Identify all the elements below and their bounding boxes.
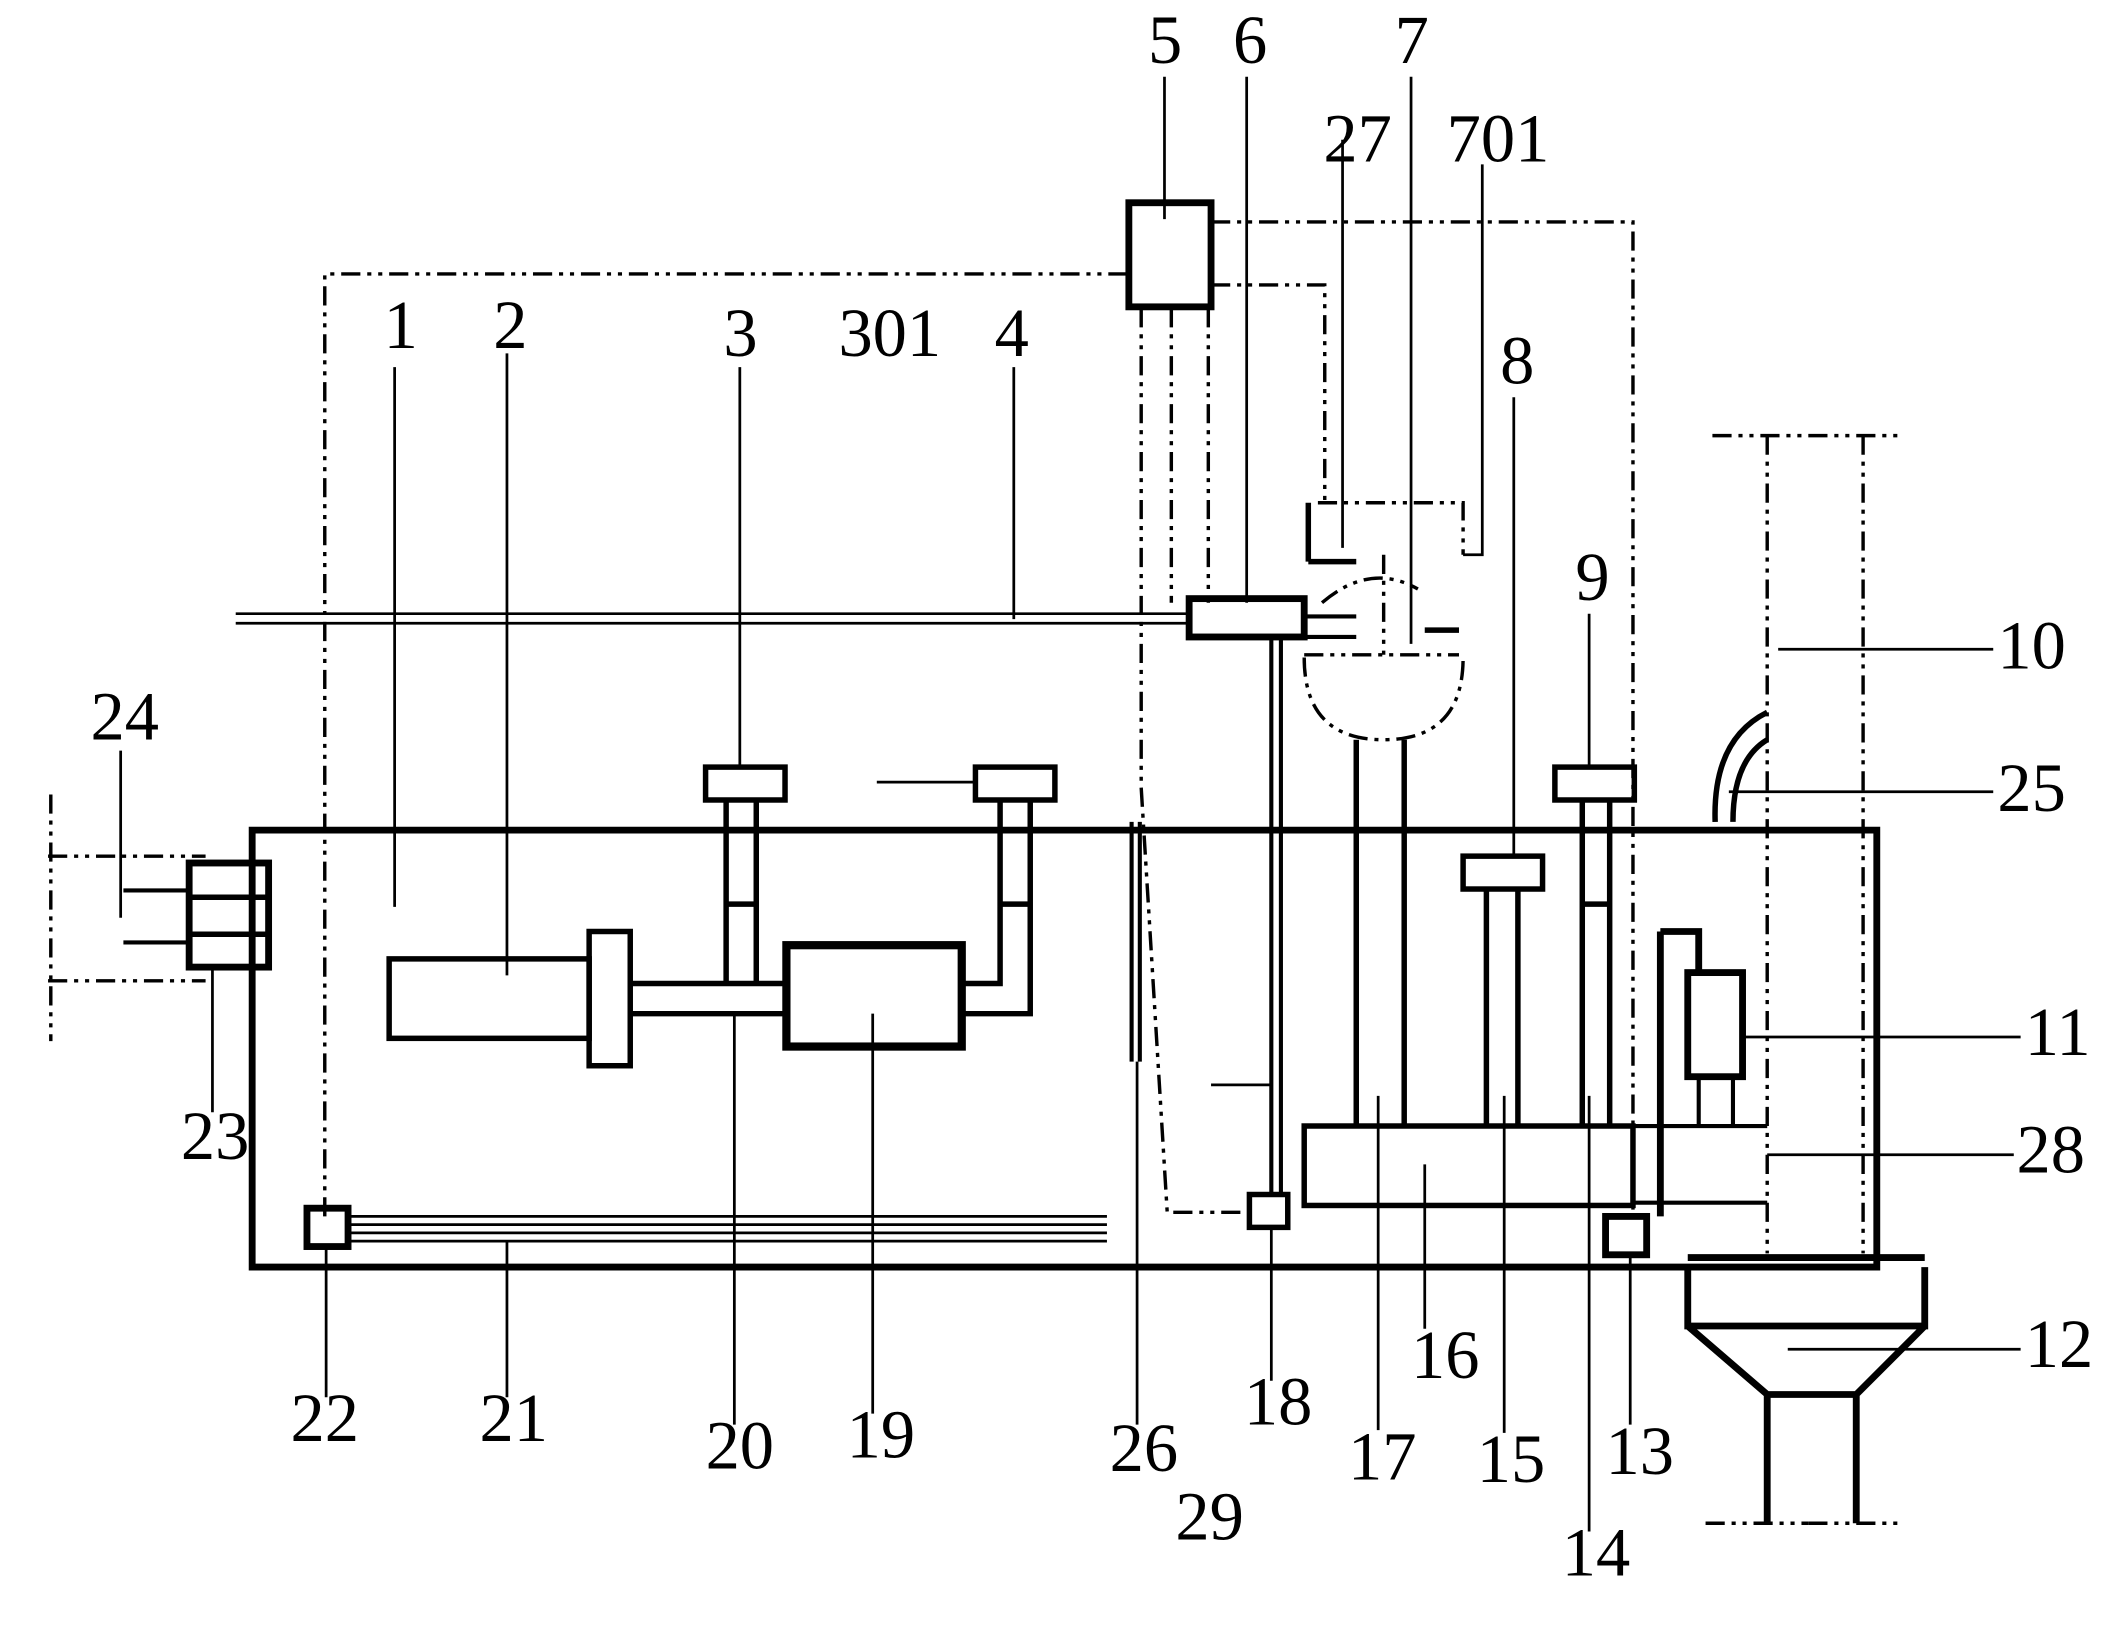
label-21: 21 — [480, 1380, 548, 1456]
terminal-23-dividers — [189, 894, 269, 937]
motor-flange — [586, 928, 633, 1069]
valve-6 — [1185, 595, 1308, 641]
label-7: 7 — [1395, 2, 1429, 78]
element-11-legs — [1696, 1076, 1736, 1127]
label-26: 26 — [1110, 1410, 1178, 1486]
label-12: 12 — [2025, 1306, 2093, 1382]
label-27: 27 — [1323, 101, 1391, 177]
label-2: 2 — [493, 287, 527, 363]
main-housing — [248, 826, 1881, 1271]
label-1: 1 — [384, 287, 418, 363]
gauge-9-stem — [1579, 799, 1613, 1127]
motor-2 — [386, 956, 592, 1042]
pipe-29 — [1269, 636, 1283, 1196]
control-line-outer — [1139, 308, 1250, 1215]
sensor-22 — [303, 1204, 352, 1250]
gauge-3 — [702, 764, 788, 803]
label-28: 28 — [2017, 1112, 2085, 1188]
gas-pipe — [235, 612, 1190, 625]
burner-stem — [1353, 739, 1407, 1127]
label-17: 17 — [1348, 1418, 1416, 1494]
burner-inner-arc — [1320, 576, 1419, 605]
pump-19 — [782, 941, 966, 1051]
labels: 1 2 3 301 4 5 6 7 27 701 8 9 10 25 11 28… — [91, 2, 2094, 1590]
label-9: 9 — [1575, 539, 1609, 615]
structure — [123, 199, 1929, 1524]
sensor-13 — [1602, 1212, 1651, 1259]
gauge-301-stem — [961, 799, 1033, 1017]
controller-box — [1125, 199, 1215, 311]
label-24: 24 — [91, 679, 159, 755]
control-line-left — [323, 272, 1128, 1217]
control-lines — [48, 220, 1905, 1525]
element-11 — [1684, 969, 1746, 1081]
label-5: 5 — [1148, 2, 1182, 78]
label-4: 4 — [995, 295, 1029, 371]
burner-solid — [1305, 502, 1357, 565]
gauge-8-stem — [1483, 889, 1521, 1127]
control-line-right — [1211, 220, 1635, 1217]
label-8: 8 — [1500, 323, 1534, 399]
label-20: 20 — [706, 1407, 774, 1483]
gauge-3-stem — [723, 799, 760, 984]
label-19: 19 — [847, 1397, 915, 1473]
leader-lines — [1341, 139, 2021, 1351]
motor-shaft — [630, 980, 788, 1017]
control-line-to-27 — [1211, 283, 1327, 500]
sensor-18 — [1246, 1191, 1291, 1231]
label-6: 6 — [1233, 2, 1267, 78]
pipe-28 — [1656, 928, 1703, 1217]
label-18: 18 — [1244, 1364, 1312, 1440]
gauge-301 — [972, 764, 1058, 803]
terminal-wires — [123, 888, 190, 945]
rail-21 — [348, 1215, 1107, 1243]
label-22: 22 — [291, 1380, 359, 1456]
tank-16 — [1301, 1123, 1636, 1209]
label-25: 25 — [1997, 750, 2065, 826]
tank-extension — [1632, 1123, 1768, 1205]
valve-outlet — [1304, 614, 1357, 640]
gauge-9 — [1552, 764, 1638, 803]
rod-26 — [1129, 821, 1142, 1062]
flap-25 — [1712, 709, 1769, 822]
label-14: 14 — [1562, 1514, 1630, 1590]
label-13: 13 — [1606, 1413, 1674, 1489]
label-11: 11 — [2025, 994, 2091, 1070]
label-701: 701 — [1447, 101, 1550, 177]
terminal-23 — [185, 859, 273, 971]
hopper-12 — [1684, 1267, 1929, 1524]
label-29: 29 — [1175, 1479, 1243, 1555]
label-16: 16 — [1411, 1317, 1479, 1393]
label-23: 23 — [181, 1098, 249, 1174]
burner-frame — [1317, 501, 1465, 555]
label-15: 15 — [1477, 1421, 1545, 1497]
label-10: 10 — [1997, 607, 2065, 683]
label-3: 3 — [723, 295, 757, 371]
gauge-8 — [1460, 853, 1546, 892]
label-301: 301 — [838, 295, 941, 371]
burner-dome — [1302, 657, 1465, 742]
label-leaders — [119, 76, 1632, 1532]
